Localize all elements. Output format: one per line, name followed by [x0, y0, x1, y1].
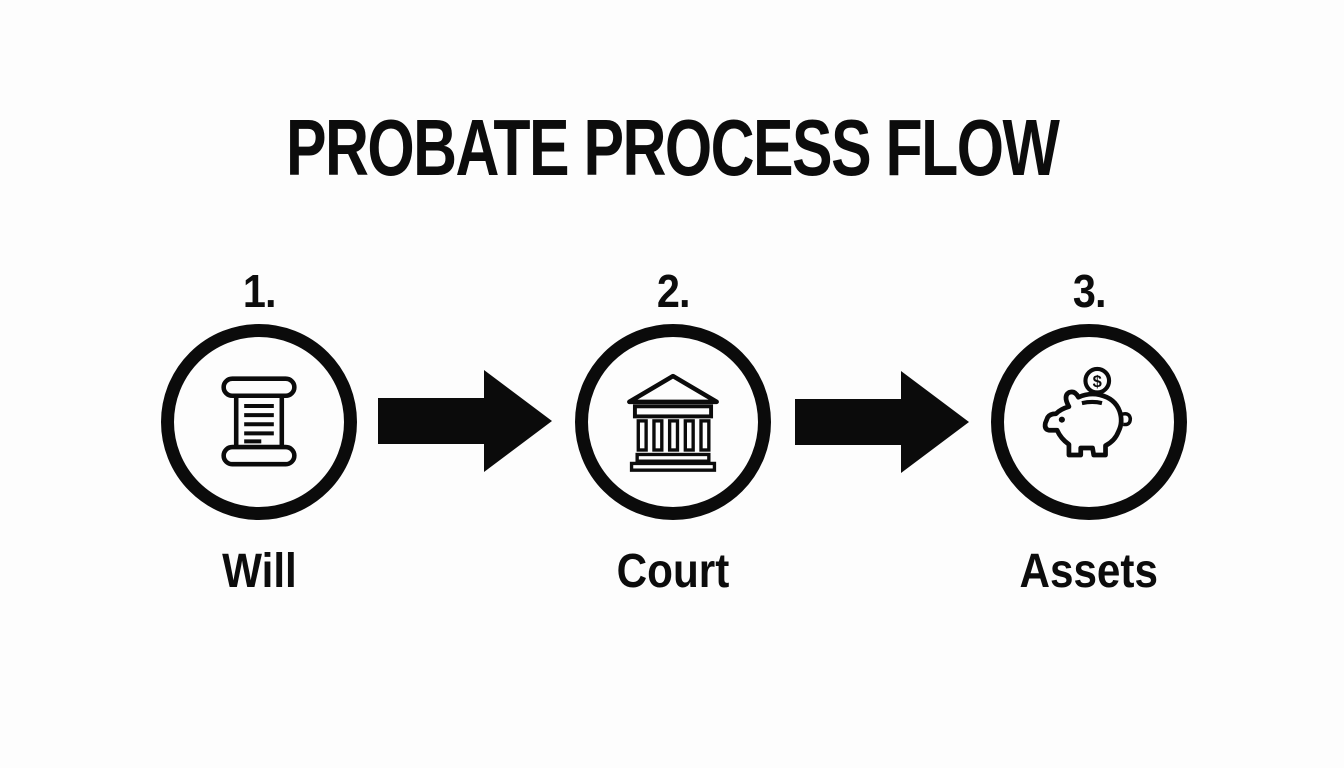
scroll-icon	[202, 365, 316, 479]
step-label: Court	[616, 545, 730, 598]
courthouse-icon	[617, 366, 729, 478]
arrow-right-icon	[795, 371, 969, 473]
step-number: 2.	[656, 265, 691, 317]
piggy-bank-icon: $	[1030, 363, 1148, 481]
title-bar: PROBATE PROCESS FLOW	[0, 108, 1344, 188]
coin-dollar-symbol: $	[1093, 373, 1102, 391]
step-circle	[161, 324, 357, 520]
step-number: 3.	[1072, 265, 1107, 317]
page-title: PROBATE PROCESS FLOW	[285, 103, 1060, 192]
arrow-right-icon	[378, 370, 552, 472]
flow-step-court: 2. Court	[563, 268, 783, 596]
flow-step-assets: 3. $ Assets	[979, 268, 1199, 596]
step-number: 1.	[242, 265, 277, 317]
flow-step-will: 1. Will	[149, 268, 369, 596]
step-circle	[575, 324, 771, 520]
step-circle: $	[991, 324, 1187, 520]
step-label: Assets	[1019, 545, 1159, 598]
step-label: Will	[221, 545, 297, 598]
